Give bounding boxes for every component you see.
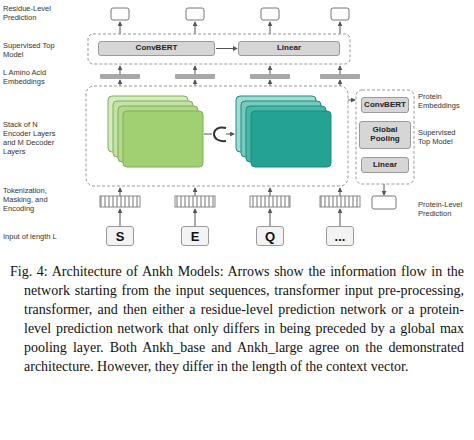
token-blocks — [100, 196, 360, 207]
model-block: Global Pooling — [359, 121, 411, 149]
figure-caption: Fig. 4: Architecture of Ankh Models: Arr… — [10, 262, 464, 376]
model-block: Linear — [361, 157, 409, 173]
protein-model-frame — [356, 90, 414, 184]
side-label: Protein-Level Prediction — [418, 200, 472, 218]
residue-outputs — [111, 8, 349, 20]
embedding-bars — [100, 74, 360, 79]
model-block: ConvBERT — [361, 97, 409, 113]
side-label: Tokenization, Masking, and Encoding — [3, 186, 71, 213]
side-label: Supervised Top Model — [3, 41, 65, 59]
block-text: ... — [335, 229, 346, 244]
transformer-frame — [86, 86, 348, 186]
flow-connector — [216, 48, 237, 49]
block-text: Global Pooling — [360, 126, 410, 144]
input-token: S — [106, 226, 134, 246]
block-text: Q — [265, 229, 275, 244]
block-text: Linear — [277, 44, 301, 53]
block-text: ConvBERT — [364, 101, 406, 110]
decoder-stack — [236, 96, 331, 167]
block-text: E — [191, 229, 200, 244]
side-label: Residue-Level Prediction — [3, 4, 65, 22]
side-label: L Amino Acid Embeddings — [3, 68, 65, 86]
input-token: E — [181, 226, 209, 246]
block-text: Linear — [373, 161, 397, 170]
model-block: ConvBERT — [98, 41, 215, 56]
input-token: ... — [326, 226, 354, 246]
side-label: Protein Embeddings — [418, 92, 470, 110]
model-block: Linear — [238, 41, 340, 56]
input-token: Q — [256, 226, 284, 246]
side-label: Stack of N Encoder Layers and M Decoder … — [3, 120, 67, 156]
protein-output — [372, 196, 396, 209]
top-model-frame — [88, 34, 350, 64]
cross-attention-symbol — [204, 127, 234, 141]
encoder-stack — [108, 96, 203, 167]
block-text: ConvBERT — [136, 44, 178, 53]
side-label: Input of length L — [3, 232, 77, 241]
block-text: S — [116, 229, 125, 244]
side-label: Supervised Top Model — [418, 128, 462, 146]
